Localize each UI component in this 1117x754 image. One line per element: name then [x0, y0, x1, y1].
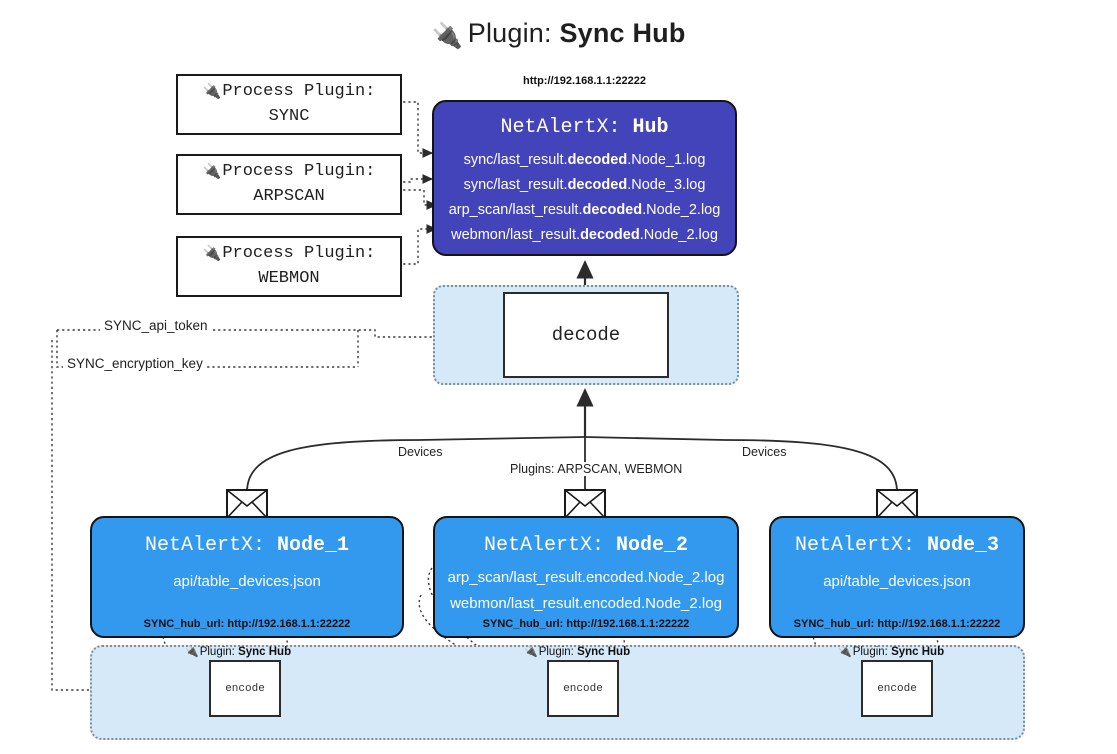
plug-icon: 🔌 [838, 645, 852, 658]
node-line: api/table_devices.json [823, 573, 971, 590]
page-title-name: Sync Hub [559, 18, 686, 48]
node-name-prefix: NetAlertX: [144, 534, 277, 557]
plug-icon: 🔌 [202, 243, 222, 262]
connector-arpscan-to-log3 [398, 189, 438, 210]
sync-encryption-key-label: SYNC_encryption_key [63, 356, 207, 371]
sync-api-token-label: SYNC_api_token [100, 318, 212, 333]
node-line: arp_scan/last_result.encoded.Node_2.log [447, 569, 725, 586]
hub-name: Hub [632, 116, 669, 139]
connector-arpscan-to-log2 [398, 174, 434, 184]
edge-label-devices-right: Devices [738, 445, 791, 459]
process-plugin-label: Process Plugin: [222, 81, 376, 101]
node-line: webmon/last_result.encoded.Node_2.log [450, 595, 722, 612]
page-title: 🔌Plugin: Sync Hub [0, 18, 1117, 51]
plug-icon: 🔌 [185, 645, 199, 658]
edge-label-plugins-center: Plugins: ARPSCAN, WEBMON [506, 462, 687, 476]
process-plugin-label: Process Plugin: [222, 243, 376, 263]
hub-log-item: sync/last_result.decoded.Node_3.log [463, 177, 706, 193]
process-plugin-name: ARPSCAN [253, 186, 325, 206]
process-plugin-box-webmon[interactable]: 🔌Process Plugin: WEBMON [176, 236, 402, 297]
hub-box[interactable]: NetAlertX: Hub sync/last_result.decoded.… [432, 100, 737, 256]
encode-plugin-label-1: 🔌Plugin: Sync Hub [185, 645, 292, 658]
decode-box[interactable]: decode [503, 292, 669, 378]
hub-log-item: arp_scan/last_result.decoded.Node_2.log [448, 202, 721, 218]
hub-log-item: webmon/last_result.decoded.Node_2.log [451, 227, 718, 243]
plug-icon: 🔌 [202, 161, 222, 180]
node-hub-url-label: SYNC_hub_url: http://192.168.1.1:22222 [482, 618, 690, 630]
node-box-node-2[interactable]: NetAlertX: Node_2 arp_scan/last_result.e… [433, 516, 739, 638]
node-name: Node_2 [616, 534, 689, 557]
hub-url-label: http://192.168.1.1:22222 [523, 75, 646, 87]
page-title-prefix: Plugin: [467, 18, 552, 48]
node-hub-url-label: SYNC_hub_url: http://192.168.1.1:22222 [793, 618, 1001, 630]
encode-box-3[interactable]: encode [861, 660, 933, 717]
node-name: Node_3 [927, 534, 1000, 557]
plug-icon: 🔌 [431, 22, 463, 50]
node-name: Node_1 [277, 534, 350, 557]
plug-icon: 🔌 [202, 81, 222, 100]
encode-box-1[interactable]: encode [209, 660, 281, 717]
node-name-prefix: NetAlertX: [794, 534, 927, 557]
process-plugin-box-sync[interactable]: 🔌Process Plugin: SYNC [176, 74, 402, 135]
process-plugin-name: WEBMON [258, 268, 320, 288]
node-hub-url-label: SYNC_hub_url: http://192.168.1.1:22222 [143, 618, 351, 630]
process-plugin-box-arpscan[interactable]: 🔌Process Plugin: ARPSCAN [176, 154, 402, 215]
node-box-node-1[interactable]: NetAlertX: Node_1 api/table_devices.json… [90, 516, 404, 638]
envelope-icon [564, 489, 606, 519]
node-name-prefix: NetAlertX: [483, 534, 616, 557]
hub-name-prefix: NetAlertX: [500, 116, 633, 139]
hub-log-item: sync/last_result.decoded.Node_1.log [463, 152, 706, 168]
connector-sync-to-log1 [398, 101, 434, 158]
process-plugin-name: SYNC [268, 106, 310, 126]
envelope-icon [226, 489, 268, 519]
hub-log-list: sync/last_result.decoded.Node_1.log sync… [434, 148, 735, 248]
encode-plugin-label-2: 🔌Plugin: Sync Hub [524, 645, 631, 658]
connector-webmon-to-log4 [398, 224, 438, 265]
encode-box-2[interactable]: encode [547, 660, 619, 717]
envelope-icon [876, 489, 918, 519]
plug-icon: 🔌 [524, 645, 538, 658]
node-line: api/table_devices.json [173, 573, 321, 590]
edge-label-devices-left: Devices [394, 445, 447, 459]
node-box-node-3[interactable]: NetAlertX: Node_3 api/table_devices.json… [769, 516, 1025, 638]
connector-encryption-key-to-encode-region [51, 340, 105, 695]
process-plugin-label: Process Plugin: [222, 161, 376, 181]
encode-plugin-label-3: 🔌Plugin: Sync Hub [838, 645, 945, 658]
